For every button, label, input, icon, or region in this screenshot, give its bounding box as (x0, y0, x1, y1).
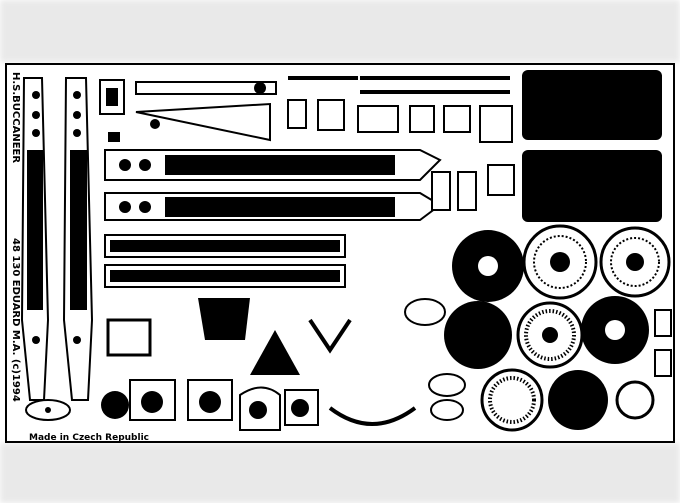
part-34 (409, 105, 435, 133)
part-25 (328, 406, 417, 426)
part-7-strip (104, 192, 442, 221)
part-43-panel (522, 70, 662, 140)
part-34b (443, 105, 471, 133)
wheel-48b (581, 296, 649, 364)
part-39 (487, 164, 515, 196)
part-10-box (317, 99, 345, 131)
wheel-55b (480, 368, 544, 432)
part-35b (457, 171, 477, 211)
part-12b (360, 90, 510, 94)
part-44-panel (522, 150, 662, 222)
side-brand: 48 130 EDUARD M.A. (c)1994 (10, 238, 21, 402)
wheel-55 (516, 301, 584, 369)
part-4 (108, 132, 120, 142)
part-56a (654, 309, 672, 337)
part-6-strip (104, 149, 442, 181)
part-12a (360, 76, 510, 80)
part-15-frame (106, 318, 152, 357)
blurred-bottom-band (0, 443, 680, 503)
part-2-long-strip (62, 77, 94, 401)
part-18 (198, 298, 250, 340)
wheel-47b (548, 370, 608, 430)
disc-23b (615, 380, 655, 420)
part-36 (479, 105, 513, 143)
part-56b (654, 349, 672, 377)
footer-text: Made in Czech Republic (29, 433, 149, 443)
part-5b (135, 102, 271, 142)
wheel-45a (522, 224, 598, 300)
wheel-47a (444, 301, 512, 369)
part-35a (431, 171, 451, 211)
wheel-48 (452, 230, 524, 302)
part-33 (357, 105, 399, 133)
part-30-y (308, 318, 352, 354)
blurred-top-band (0, 0, 680, 62)
part-8-strips (104, 234, 346, 288)
part-13 (288, 76, 358, 80)
part-54 (430, 399, 464, 421)
part-19-triangle (250, 330, 300, 375)
part-46-ellipse (404, 298, 446, 326)
part-5a (135, 81, 277, 95)
disc-23a (101, 391, 129, 419)
part-11 (287, 99, 307, 129)
wheel-45b (599, 226, 671, 298)
side-title: H.S.BUCCANEER (10, 72, 21, 163)
part-53 (428, 373, 466, 397)
part-1-long-strip (20, 77, 50, 401)
